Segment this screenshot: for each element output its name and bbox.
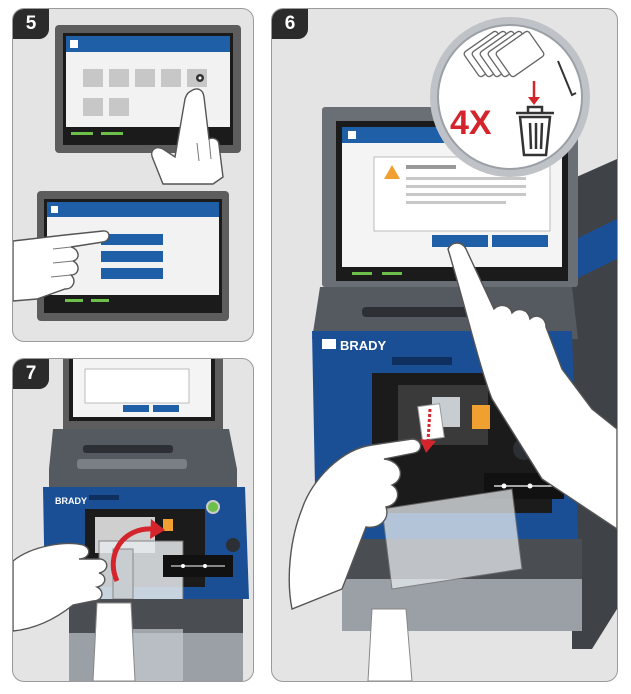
step-7-illustration: BRADY [13,359,249,681]
app-tile [161,69,181,87]
tap-hand-icon [447,242,617,530]
discard-callout: 4X [430,17,590,177]
arrow-rotate-icon [110,526,154,583]
menu-option [101,251,163,262]
step-7-number: 7 [13,359,49,389]
tap-hand-icon [151,88,224,185]
step-6-illustration: BRADY [288,17,617,681]
hand-icon [288,438,422,610]
tap-hand-icon [13,230,110,302]
step-6-panel: 6 BRADY [271,8,618,682]
trash-icon [516,105,554,157]
arrow-down-icon [426,408,432,442]
dialog-button[interactable] [492,235,548,247]
dialog-button[interactable] [432,235,488,247]
step-6-number: 6 [272,9,308,39]
menu-option [101,268,163,279]
app-tile [135,69,155,87]
app-tile [83,69,103,87]
cards-stack-icon [463,30,545,78]
app-tile [83,98,103,116]
hand-icon [13,542,108,632]
warning-icon [384,165,400,179]
discard-count: 4X [450,104,492,142]
step-7-panel: 7 BRADY [12,358,254,682]
brand-logo: BRADY [55,496,87,506]
app-tile [109,98,129,116]
brand-logo: BRADY [340,338,387,353]
home-screen-tablet [55,25,241,153]
menu-option [101,234,163,245]
app-tile [109,69,129,87]
step-5-number: 5 [13,9,49,39]
step-5-panel: 5 [12,8,254,342]
status-led [206,500,220,514]
menu-screen-tablet [37,191,229,321]
step-5-illustration [13,25,241,321]
